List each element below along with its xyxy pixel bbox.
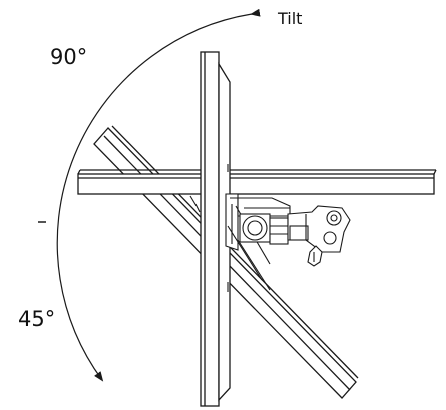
angle-90-label: 90° [50,45,88,69]
pivot-knob [242,215,268,241]
tilt-label: Tilt [278,9,303,28]
angle-45-label: 45° [18,307,56,331]
panel-vertical [200,51,231,407]
mount-mechanism [189,164,351,292]
panel-90-degrees [77,169,437,195]
tilt-arc [56,8,261,382]
